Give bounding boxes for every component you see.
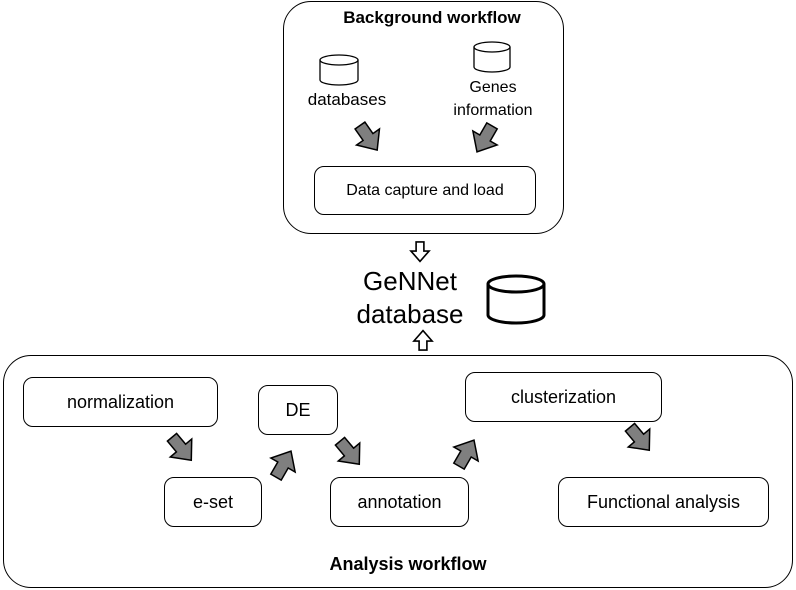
arrow-normalization-to-eset	[160, 427, 203, 471]
annotation-box: annotation	[330, 477, 469, 527]
analysis-workflow-title: Analysis workflow	[329, 554, 487, 574]
data-capture-and-load-label: Data capture and load	[346, 181, 504, 199]
clusterization-box: clusterization	[465, 372, 662, 422]
database-icon	[486, 274, 546, 325]
source-genes-information-label: Genes information	[453, 79, 533, 119]
functional-analysis-box: Functional analysis	[558, 477, 769, 527]
arrow-annotation-to-clusterization	[446, 432, 487, 474]
arrow-clusterization-to-functional	[618, 417, 661, 461]
database-icon	[319, 54, 359, 86]
arrow-databases-to-load	[347, 116, 390, 159]
database-icon	[473, 41, 511, 73]
functional-analysis-label: Functional analysis	[586, 491, 741, 512]
de-label: DE	[285, 399, 311, 420]
arrow-de-to-annotation	[328, 431, 371, 475]
arrow-load-to-gennet	[410, 241, 430, 263]
arrow-eset-to-de	[263, 443, 304, 485]
arrow-genes-to-load	[464, 118, 505, 160]
gennet-database-label: GeNNet database	[356, 266, 464, 329]
clusterization-label: clusterization	[510, 386, 617, 407]
annotation-label: annotation	[357, 491, 442, 512]
data-capture-and-load-box: Data capture and load	[314, 166, 536, 215]
background-workflow-title: Background workflow	[343, 8, 521, 27]
normalization-label: normalization	[66, 391, 175, 412]
e-set-box: e-set	[164, 477, 262, 527]
de-box: DE	[258, 385, 338, 435]
source-databases-label: databases	[307, 90, 387, 109]
arrow-analysis-to-gennet	[413, 329, 433, 351]
e-set-label: e-set	[192, 491, 234, 512]
normalization-box: normalization	[23, 377, 218, 427]
